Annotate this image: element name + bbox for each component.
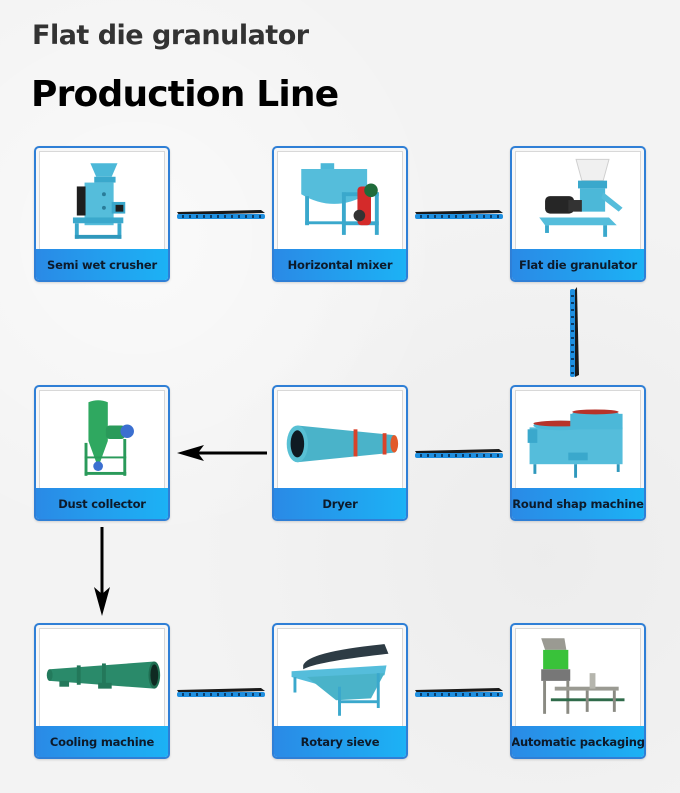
rounding-machine-icon [527,409,623,478]
page-title: Production Line [31,74,339,115]
step-label: Horizontal mixer [274,249,406,280]
machine-image [39,628,165,727]
arrow-down-icon [94,527,110,616]
packaging-machine-icon [541,638,625,714]
belt-conveyor-icon [177,210,265,219]
belt-conveyor-icon [415,688,503,697]
step-card-round-shap-machine: Round shap machine [510,385,646,521]
step-card-dryer: Dryer [272,385,408,521]
step-label: Flat die granulator [512,249,644,280]
step-card-horizontal-mixer: Horizontal mixer [272,146,408,282]
machine-image [39,151,165,250]
step-label: Dust collector [36,488,168,519]
machine-image [515,628,641,727]
step-label: Cooling machine [36,726,168,757]
step-card-rotary-sieve: Rotary sieve [272,623,408,759]
step-card-semi-wet-crusher: Semi wet crusher [34,146,170,282]
step-label: Semi wet crusher [36,249,168,280]
step-label: Rotary sieve [274,726,406,757]
step-card-cooling-machine: Cooling machine [34,623,170,759]
step-label: Round shap machine [512,488,644,519]
belt-conveyor-icon [177,688,265,697]
crusher-icon [72,163,126,239]
step-card-flat-die-granulator: Flat die granulator [510,146,646,282]
arrow-left-icon [177,445,267,461]
rotary-dryer-icon [286,425,399,463]
mixer-icon [301,163,379,235]
machine-image [277,151,403,250]
machine-image [39,390,165,489]
machine-image [515,151,641,250]
dust-collector-icon [84,400,134,476]
machine-image [515,390,641,489]
subtitle: Flat die granulator [32,20,309,51]
belt-conveyor-icon [415,449,503,458]
belt-conveyor-icon [570,287,579,377]
belt-conveyor-icon [415,210,503,219]
granulator-icon [539,158,623,237]
step-card-dust-collector: Dust collector [34,385,170,521]
step-label: Dryer [274,488,406,519]
machine-image [277,390,403,489]
machine-image [277,628,403,727]
rotary-cooler-icon [46,661,161,689]
rotary-sieve-icon [291,644,389,716]
step-label: Automatic packaging [512,726,644,757]
step-card-automatic-packaging: Automatic packaging [510,623,646,759]
